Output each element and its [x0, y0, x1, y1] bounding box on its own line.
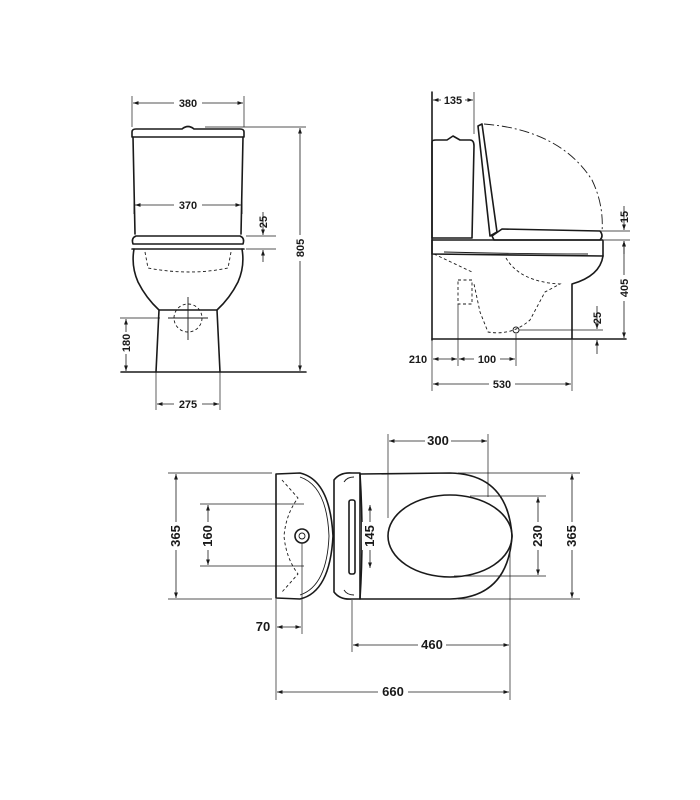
plan-view: 300 365 160 145 230 365 70	[168, 432, 580, 700]
plan-seat-width-label: 230	[530, 525, 545, 547]
side-view: 135 15 405 25 210 100 530	[409, 91, 631, 391]
side-outlet-height-label: 25	[592, 312, 604, 324]
front-base-width-label: 275	[179, 399, 197, 411]
plan-hinge-spacing-label: 145	[362, 525, 377, 547]
plan-overall-length-label: 660	[382, 684, 404, 699]
plan-bowl-width-label: 365	[564, 525, 579, 547]
side-tank-depth-label: 135	[444, 95, 462, 107]
side-seat-height-label: 405	[619, 279, 631, 297]
front-width-top-label: 380	[179, 98, 197, 110]
front-seat-offset-label: 25	[258, 216, 270, 228]
front-view: 380 370 805 25 180 275	[119, 96, 307, 411]
side-depth-label: 530	[493, 379, 511, 391]
front-outlet-height-label: 180	[121, 334, 133, 352]
side-seat-gap-label: 15	[619, 211, 631, 223]
plan-bowl-length-label: 300	[427, 433, 449, 448]
side-outlet-spacing-label: 100	[478, 354, 496, 366]
plan-seat-length-label: 460	[421, 637, 443, 652]
side-wall-offset-label: 210	[409, 354, 427, 366]
plan-tank-setback-label: 70	[256, 619, 270, 634]
plan-fixing-spacing-label: 160	[200, 525, 215, 547]
front-overall-height-label: 805	[295, 239, 307, 257]
front-width-mid-label: 370	[179, 200, 197, 212]
plan-tank-width-label: 365	[168, 525, 183, 547]
